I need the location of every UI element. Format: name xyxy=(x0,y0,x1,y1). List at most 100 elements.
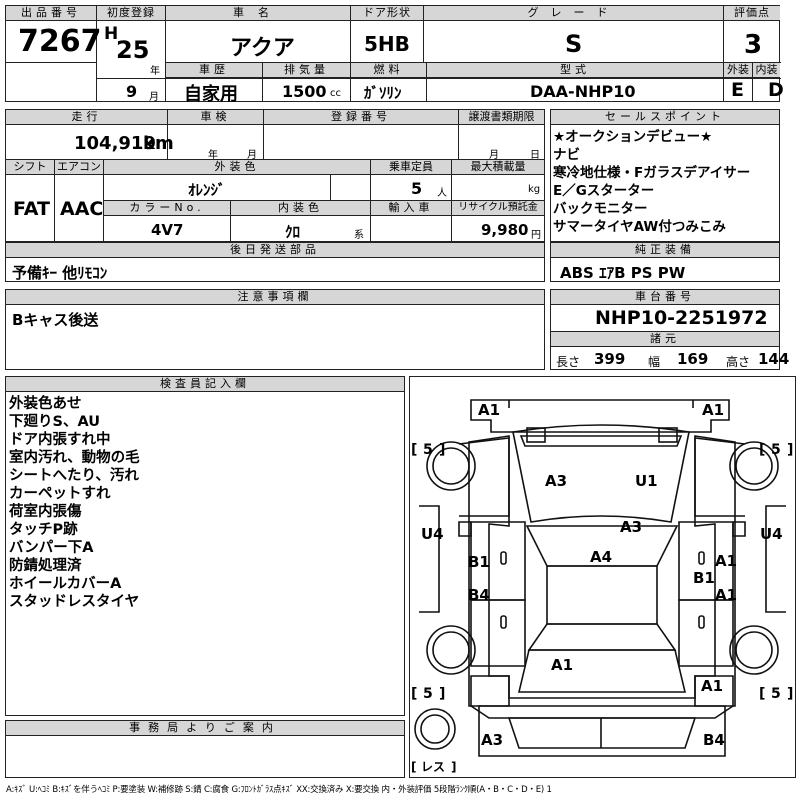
color-no: 4V7 xyxy=(151,221,184,239)
fuel: ｶﾞｿﾘﾝ xyxy=(364,84,402,102)
car-name-header: 車名 xyxy=(166,6,350,21)
equipment-header: 純正装備 xyxy=(551,243,779,258)
displacement-header: 排気量 xyxy=(263,63,350,78)
inspector-item: タッチP跡 xyxy=(9,522,78,538)
height: 144 xyxy=(758,350,790,368)
mileage: 104,919 xyxy=(74,133,156,154)
inspector-item: 室内汚れ、動物の毛 xyxy=(9,450,140,466)
inspector-list: 外装色あせ 下廻りS、AU ドア内張すれ中 室内汚れ、動物の毛 シートへたり、汚… xyxy=(9,395,140,611)
inspector-item: 外装色あせ xyxy=(9,396,82,412)
svg-text:[: [ xyxy=(411,686,417,702)
mark-u1-hood: U1 xyxy=(635,472,658,490)
fuel-header: 燃料 xyxy=(351,63,426,78)
exterior-grade: E xyxy=(731,79,744,101)
vehicle-details-table xyxy=(5,109,545,242)
chassis-number: NHP10-2251972 xyxy=(595,307,768,329)
displacement: 1500 xyxy=(282,82,327,101)
score: 3 xyxy=(744,30,763,60)
first-reg-year: 25 xyxy=(116,36,150,64)
svg-text:]: ] xyxy=(787,442,793,458)
sales-points-box xyxy=(550,109,780,242)
mark-a1-right-front: A1 xyxy=(715,552,737,570)
history-header: 車歴 xyxy=(166,63,262,78)
svg-text:]: ] xyxy=(451,760,456,774)
model: DAA-NHP10 xyxy=(530,82,636,101)
inspection-header: 車検 xyxy=(168,110,263,125)
score-header: 評価点 xyxy=(724,6,780,21)
mark-b4-br: B4 xyxy=(703,731,725,749)
int-color: ｸﾛ xyxy=(285,223,301,241)
transfer-header: 譲渡書類期限 xyxy=(459,110,544,125)
tire-fr: 5 xyxy=(771,442,781,458)
int-color-header: 内装色 xyxy=(231,201,370,216)
later-parts-header: 後日発送部品 xyxy=(6,243,544,258)
later-parts: 予備ｷｰ 他ﾘﾓｺﾝ xyxy=(12,264,108,282)
svg-text:]: ] xyxy=(439,442,445,458)
inspector-item: バンパー下A xyxy=(9,540,94,556)
svg-text:[: [ xyxy=(759,442,765,458)
mark-a1-tl: A1 xyxy=(478,401,500,419)
inspector-item: ドア内張すれ中 xyxy=(9,432,111,448)
svg-text:]: ] xyxy=(439,686,445,702)
ext-color-header: 外装色 xyxy=(104,160,370,175)
shift: FAT xyxy=(13,198,50,220)
aircon: AAC xyxy=(60,198,104,220)
mark-b4-left: B4 xyxy=(468,586,490,604)
width: 169 xyxy=(677,350,709,368)
dimensions-header: 諸元 xyxy=(551,332,779,347)
top-info-table xyxy=(5,5,780,102)
office-header: 事務局よりご案内 xyxy=(6,721,404,736)
inspector-item: ホイールカバーA xyxy=(9,576,122,592)
tire-rr: 5 xyxy=(771,686,781,702)
sales-point: サマータイヤAW付つみこみ xyxy=(553,219,726,235)
svg-text:[: [ xyxy=(411,760,416,774)
sales-point: バックモニター xyxy=(553,201,648,217)
max-load-header: 最大積載量 xyxy=(452,160,544,175)
notes: Bキャス後送 xyxy=(12,311,99,329)
mark-a4-roof: A4 xyxy=(590,548,612,566)
inspector-item: 防錆処理済 xyxy=(9,558,82,574)
lot-number: 7267 xyxy=(18,24,102,59)
inspector-item: スタッドレスタイヤ xyxy=(9,594,140,610)
mark-a3-hood: A3 xyxy=(545,472,567,490)
inspector-item: シートへたり、汚れ xyxy=(9,468,139,484)
car-diagram: A1 A1 A3 U1 A3 A4 U4 U4 B1 B4 A1 B1 A1 A… xyxy=(411,399,793,774)
aircon-header: エアコン xyxy=(55,160,103,175)
mark-a1-trunk: A1 xyxy=(551,656,573,674)
tire-rl: 5 xyxy=(423,686,433,702)
sales-point: ★オークションデビュー★ xyxy=(553,129,713,145)
mark-b1-right: B1 xyxy=(693,569,715,587)
grade: S xyxy=(565,30,583,58)
interior-grade-header: 内装 xyxy=(753,63,780,78)
mark-a1-tr: A1 xyxy=(702,401,724,419)
legend: A:ｷｽﾞ U:ﾍｺﾐ B:ｷｽﾞを伴うﾍｺﾐ P:要塗装 W:補修跡 S:錆 … xyxy=(6,785,552,795)
chassis-header: 車台番号 xyxy=(551,290,779,305)
era: H xyxy=(104,24,119,44)
inspector-box xyxy=(5,376,405,716)
exterior-grade-header: 外装 xyxy=(724,63,752,78)
inspector-item: 下廻りS、AU xyxy=(9,414,100,430)
history: 自家用 xyxy=(184,84,238,105)
equipment: ABS ｴｱB PS PW xyxy=(560,264,686,282)
mark-a1-right-rear: A1 xyxy=(715,586,737,604)
recycle: 9,980 xyxy=(481,221,529,239)
mark-a3-bl: A3 xyxy=(481,731,503,749)
lot-header: 出品番号 xyxy=(6,6,96,21)
inspector-header: 検査員記入欄 xyxy=(6,377,404,392)
mark-u4-right: U4 xyxy=(760,525,783,543)
sales-point: E／Gスターター xyxy=(553,183,655,199)
car-name: アクア xyxy=(230,36,295,61)
model-header: 型式 xyxy=(427,63,723,78)
tire-fl: 5 xyxy=(423,442,433,458)
svg-text:[: [ xyxy=(759,686,765,702)
interior-grade: D xyxy=(768,79,784,101)
notes-header: 注意事項欄 xyxy=(6,290,544,305)
inspector-item: 荷室内張傷 xyxy=(9,504,82,520)
first-reg-month: 9 xyxy=(126,82,138,101)
mark-a3-windshield: A3 xyxy=(620,518,642,536)
reg-number-header: 登録番号 xyxy=(264,110,458,125)
mark-b1-left: B1 xyxy=(468,553,490,571)
mark-a1-rear-right: A1 xyxy=(701,677,723,695)
sales-points-list: ★オークションデビュー★ ナビ 寒冷地仕様・Fガラスデアイサー E／Gスターター… xyxy=(553,128,750,236)
shift-header: シフト xyxy=(6,160,54,175)
